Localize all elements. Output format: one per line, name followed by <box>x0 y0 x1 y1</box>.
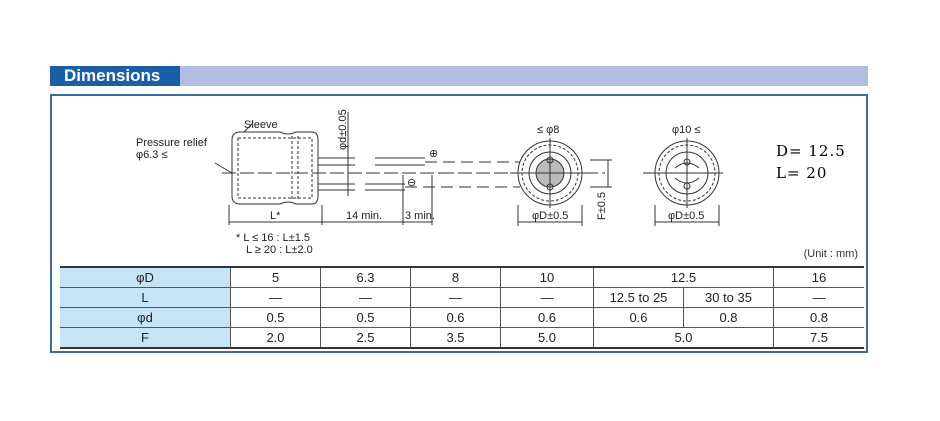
table-cell: 5 <box>230 266 321 288</box>
body-dia-label-1: φD±0.5 <box>532 210 568 222</box>
table-cell: 0.8 <box>683 307 774 328</box>
lead-plus <box>318 157 425 166</box>
pitch-label: F±0.5 <box>596 192 608 220</box>
table-cell: 3.5 <box>410 327 501 349</box>
table-cell: 7.5 <box>773 327 864 349</box>
table-cell: 12.5 to 25 <box>593 287 684 308</box>
dimensions-panel <box>50 94 868 353</box>
selected-d: D= 12.5 <box>776 142 846 160</box>
table-cell: 5.0 <box>593 327 774 349</box>
table-cell: 12.5 <box>593 266 774 288</box>
lead-min-label: 14 min. <box>346 210 382 222</box>
table-cell: 0.6 <box>500 307 594 328</box>
table-cell: 16 <box>773 266 864 288</box>
lead-dia-label: φd±0.05 <box>337 109 349 150</box>
table-cell: — <box>773 287 864 308</box>
length-tolerance-2: L ≥ 20 : L±2.0 <box>246 244 313 256</box>
sleeve-label: Sleeve <box>244 119 278 131</box>
end-min-label: 3 min. <box>405 210 435 222</box>
table-cell: 5.0 <box>500 327 594 349</box>
table-cell: 30 to 35 <box>683 287 774 308</box>
end-view-small <box>510 138 612 226</box>
table-cell: 2.5 <box>320 327 411 349</box>
row-header: F <box>60 327 231 349</box>
table-cell: — <box>410 287 501 308</box>
length-tolerance-1: * L ≤ 16 : L±1.5 <box>236 232 310 244</box>
body-dia-label-2: φD±0.5 <box>668 210 704 222</box>
table-cell: — <box>230 287 321 308</box>
table-cell: 0.5 <box>320 307 411 328</box>
table-cell: 0.5 <box>230 307 321 328</box>
table-cell: 6.3 <box>320 266 411 288</box>
lead-minus <box>318 183 405 191</box>
unit-label: (Unit : mm) <box>803 248 858 260</box>
table-cell: — <box>320 287 411 308</box>
pressure-relief-label: Pressure relief <box>136 137 208 149</box>
pressure-relief-dia: φ6.3 ≤ <box>136 149 168 161</box>
selected-l: L= 20 <box>776 164 828 182</box>
length-label: L* <box>270 210 281 222</box>
table-cell: 0.6 <box>593 307 684 328</box>
row-header: φD <box>60 266 231 288</box>
section-title: Dimensions <box>50 66 180 86</box>
row-header: L <box>60 287 231 308</box>
row-header: φd <box>60 307 231 328</box>
table-cell: — <box>500 287 594 308</box>
section-header: Dimensions <box>50 66 868 86</box>
sleeve-outline <box>237 137 313 199</box>
large-dia-label: φ10 ≤ <box>672 124 700 136</box>
end-view-large <box>643 138 723 226</box>
minus-icon: ⊖ <box>407 177 416 189</box>
small-dia-label: ≤ φ8 <box>537 124 559 136</box>
plus-icon: ⊕ <box>429 148 438 160</box>
selected-dimensions: D= 12.5 L= 20 <box>776 140 846 184</box>
table-cell: 2.0 <box>230 327 321 349</box>
capacitor-body <box>231 131 319 205</box>
table-cell: 10 <box>500 266 594 288</box>
table-cell: 8 <box>410 266 501 288</box>
table-cell: 0.6 <box>410 307 501 328</box>
table-cell: 0.8 <box>773 307 864 328</box>
